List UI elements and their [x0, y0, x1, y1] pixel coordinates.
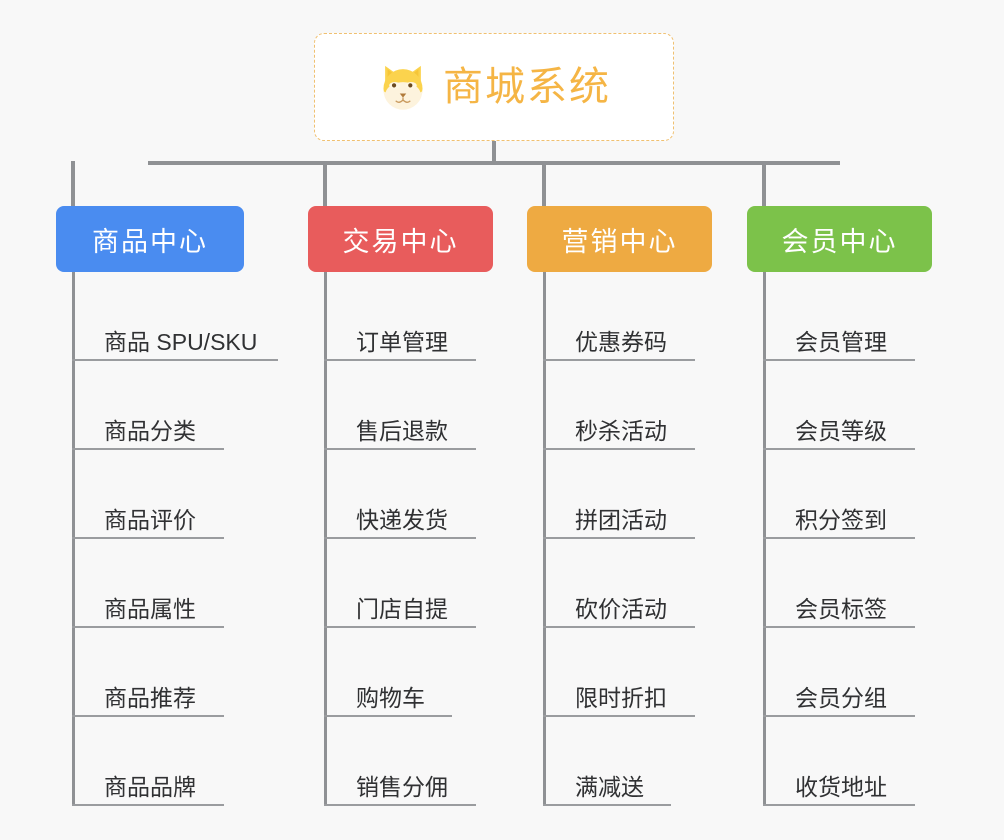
leaf-item-label: 满减送 — [575, 773, 644, 800]
category-card-label: 商品中心 — [92, 226, 208, 257]
leaf-item[interactable]: 商品评价 — [72, 450, 257, 539]
leaf-item[interactable]: 会员分组 — [763, 628, 915, 717]
category-card-2[interactable]: 交易中心 — [308, 206, 493, 272]
leaf-item[interactable]: 秒杀活动 — [543, 361, 695, 450]
category-card-label: 营销中心 — [561, 226, 678, 257]
leaf-item-underline — [72, 537, 224, 539]
leaf-item-underline — [324, 626, 476, 628]
leaf-item-label: 限时折扣 — [575, 684, 667, 711]
leaf-item-label: 拼团活动 — [575, 506, 667, 533]
leaf-item-underline — [72, 715, 224, 717]
leaf-item-label: 购物车 — [356, 684, 425, 711]
leaf-item[interactable]: 商品 SPU/SKU — [72, 272, 278, 361]
leaf-item-label: 门店自提 — [356, 595, 448, 622]
leaf-item-underline — [543, 448, 695, 450]
leaf-item[interactable]: 购物车 — [324, 628, 452, 717]
leaf-item-underline — [543, 537, 695, 539]
leaf-item-label: 快递发货 — [356, 506, 448, 533]
leaf-item[interactable]: 订单管理 — [324, 272, 476, 361]
leaf-item[interactable]: 商品品牌 — [72, 717, 257, 806]
leaf-item-underline — [543, 359, 695, 361]
leaf-item-underline — [324, 448, 476, 450]
connector-branch-vertical — [762, 161, 766, 208]
branch-column-4: 会员管理会员等级积分签到会员标签会员分组收货地址 — [763, 272, 915, 806]
branch-column-2: 订单管理售后退款快递发货门店自提购物车销售分佣 — [324, 272, 476, 806]
leaf-item-label: 会员管理 — [795, 328, 887, 355]
root-title: 商城系统 — [443, 65, 611, 109]
leaf-item-label: 商品品牌 — [104, 773, 196, 800]
leaf-item-underline — [763, 715, 915, 717]
leaf-item-underline — [324, 715, 452, 717]
leaf-item[interactable]: 会员标签 — [763, 539, 915, 628]
leaf-item-label: 商品分类 — [104, 417, 196, 444]
leaf-item-label: 售后退款 — [356, 417, 448, 444]
leaf-item[interactable]: 会员管理 — [763, 272, 915, 361]
category-card-3[interactable]: 营销中心 — [527, 206, 712, 272]
leaf-item-underline — [324, 359, 476, 361]
leaf-item-label: 会员分组 — [795, 684, 887, 711]
leaf-item[interactable]: 优惠券码 — [543, 272, 695, 361]
leaf-item-underline — [72, 359, 278, 361]
category-card-label: 会员中心 — [781, 226, 898, 257]
leaf-item[interactable]: 门店自提 — [324, 539, 476, 628]
shiba-dog-icon — [383, 65, 423, 110]
leaf-item-label: 会员标签 — [795, 595, 887, 622]
leaf-item-underline — [763, 359, 915, 361]
leaf-item-underline — [72, 448, 224, 450]
leaf-item-underline — [763, 626, 915, 628]
leaf-item-underline — [72, 626, 224, 628]
connector-branch-vertical — [542, 161, 546, 208]
leaf-item-label: 秒杀活动 — [575, 417, 667, 444]
leaf-item-underline — [763, 448, 915, 450]
leaf-item-underline — [324, 537, 476, 539]
leaf-item[interactable]: 砍价活动 — [543, 539, 695, 628]
leaf-item-underline — [543, 626, 695, 628]
connector-branch-stem — [72, 272, 75, 806]
leaf-item-underline — [543, 804, 671, 806]
connector-root-vertical — [492, 141, 496, 164]
connector-horizontal-bus — [148, 161, 840, 165]
leaf-item-label: 商品属性 — [104, 595, 196, 622]
leaf-item-label: 优惠券码 — [575, 328, 667, 355]
leaf-item-label: 会员等级 — [795, 417, 887, 444]
root-node[interactable]: 商城系统 — [314, 33, 674, 141]
leaf-item[interactable]: 拼团活动 — [543, 450, 695, 539]
leaf-item-label: 商品评价 — [104, 506, 196, 533]
leaf-item-label: 商品推荐 — [104, 684, 196, 711]
leaf-item-label: 积分签到 — [795, 506, 887, 533]
leaf-item[interactable]: 满减送 — [543, 717, 671, 806]
leaf-item[interactable]: 商品推荐 — [72, 628, 257, 717]
connector-branch-vertical — [71, 161, 75, 208]
leaf-item[interactable]: 销售分佣 — [324, 717, 476, 806]
category-card-4[interactable]: 会员中心 — [747, 206, 932, 272]
leaf-item-label: 砍价活动 — [575, 595, 667, 622]
leaf-item[interactable]: 商品分类 — [72, 361, 257, 450]
leaf-item-label: 商品 SPU/SKU — [104, 328, 258, 355]
branch-column-3: 优惠券码秒杀活动拼团活动砍价活动限时折扣满减送 — [543, 272, 695, 806]
leaf-item-label: 销售分佣 — [356, 773, 448, 800]
leaf-item[interactable]: 收货地址 — [763, 717, 915, 806]
connector-branch-stem — [543, 272, 546, 806]
connector-branch-vertical — [323, 161, 327, 208]
connector-branch-stem — [763, 272, 766, 806]
category-card-1[interactable]: 商品中心 — [56, 206, 244, 272]
leaf-item-label: 收货地址 — [795, 773, 887, 800]
leaf-item[interactable]: 会员等级 — [763, 361, 915, 450]
leaf-item-underline — [763, 804, 915, 806]
leaf-item-underline — [324, 804, 476, 806]
leaf-item[interactable]: 商品属性 — [72, 539, 257, 628]
leaf-item-underline — [763, 537, 915, 539]
leaf-item[interactable]: 积分签到 — [763, 450, 915, 539]
leaf-item[interactable]: 快递发货 — [324, 450, 476, 539]
branch-column-1: 商品 SPU/SKU 商品分类商品评价商品属性商品推荐商品品牌 — [72, 272, 278, 806]
leaf-item[interactable]: 限时折扣 — [543, 628, 695, 717]
leaf-item-label: 订单管理 — [356, 328, 448, 355]
leaf-item-underline — [72, 804, 224, 806]
category-card-label: 交易中心 — [342, 226, 459, 257]
connector-branch-stem — [324, 272, 327, 806]
leaf-item[interactable]: 售后退款 — [324, 361, 476, 450]
leaf-item-underline — [543, 715, 695, 717]
